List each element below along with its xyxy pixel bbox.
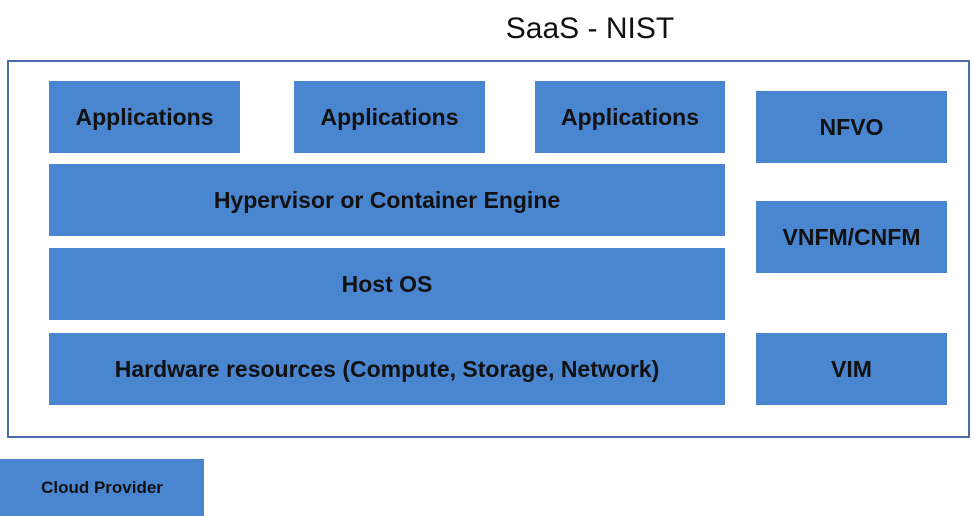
nfvo-box: NFVO	[756, 91, 947, 163]
vim-box: VIM	[756, 333, 947, 405]
hardware-resources-box: Hardware resources (Compute, Storage, Ne…	[49, 333, 725, 405]
applications-box-3: Applications	[535, 81, 725, 153]
vnfm-cnfm-box: VNFM/CNFM	[756, 201, 947, 273]
applications-box-2: Applications	[294, 81, 485, 153]
applications-box-1: Applications	[49, 81, 240, 153]
cloud-provider-legend: Cloud Provider	[0, 459, 204, 516]
host-os-box: Host OS	[49, 248, 725, 320]
diagram-title: SaaS - NIST	[505, 12, 675, 45]
hypervisor-box: Hypervisor or Container Engine	[49, 164, 725, 236]
